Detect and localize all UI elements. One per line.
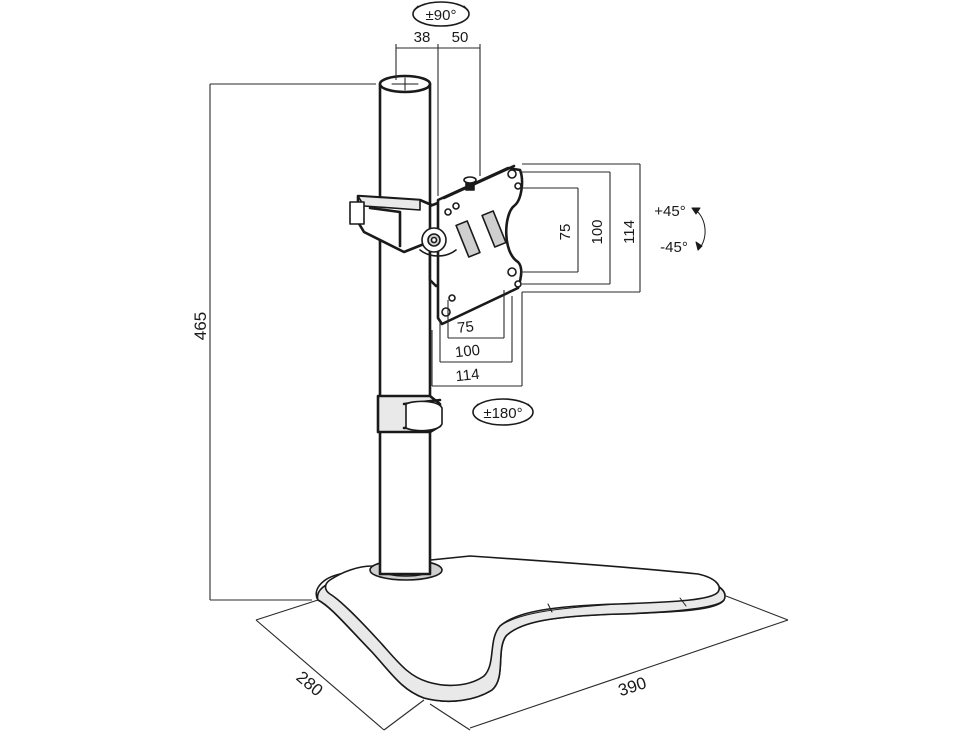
dimension-base-width-label: 390 <box>616 673 649 700</box>
dimension-vesa-horizontal: 75 100 114 <box>431 290 523 387</box>
stand-pole <box>378 74 432 576</box>
dimension-offset-b-label: 50 <box>452 29 469 46</box>
dimension-height: 465 <box>191 83 376 601</box>
dimension-top-offsets: 38 50 <box>395 29 481 196</box>
vesa-h-large-label: 114 <box>455 366 481 385</box>
vesa-h-small-label: 75 <box>456 318 474 337</box>
dimension-vesa-vertical: 75 100 114 <box>520 163 641 293</box>
swivel-badge: ±90° <box>412 1 470 27</box>
tilt-indicator: +45° -45° <box>654 203 706 256</box>
swivel-label: ±90° <box>426 7 457 24</box>
pole-clamp-upper <box>349 194 436 254</box>
vesa-v-mid-label: 100 <box>589 219 606 244</box>
vesa-v-large-label: 114 <box>621 220 638 244</box>
vesa-mount-head <box>419 164 524 326</box>
rotate-badge: ±180° <box>472 398 534 426</box>
dimension-height-label: 465 <box>191 312 210 340</box>
pole-clamp-lower <box>376 394 443 434</box>
vesa-h-mid-label: 100 <box>454 342 481 362</box>
tilt-down-label: -45° <box>660 239 688 256</box>
stand-base <box>315 555 726 703</box>
dimension-base-depth-label: 280 <box>293 667 327 700</box>
dimension-offset-a-label: 38 <box>414 29 431 46</box>
tilt-up-label: +45° <box>654 203 685 220</box>
vesa-v-small-label: 75 <box>557 224 574 241</box>
rotate-label: ±180° <box>483 405 522 422</box>
